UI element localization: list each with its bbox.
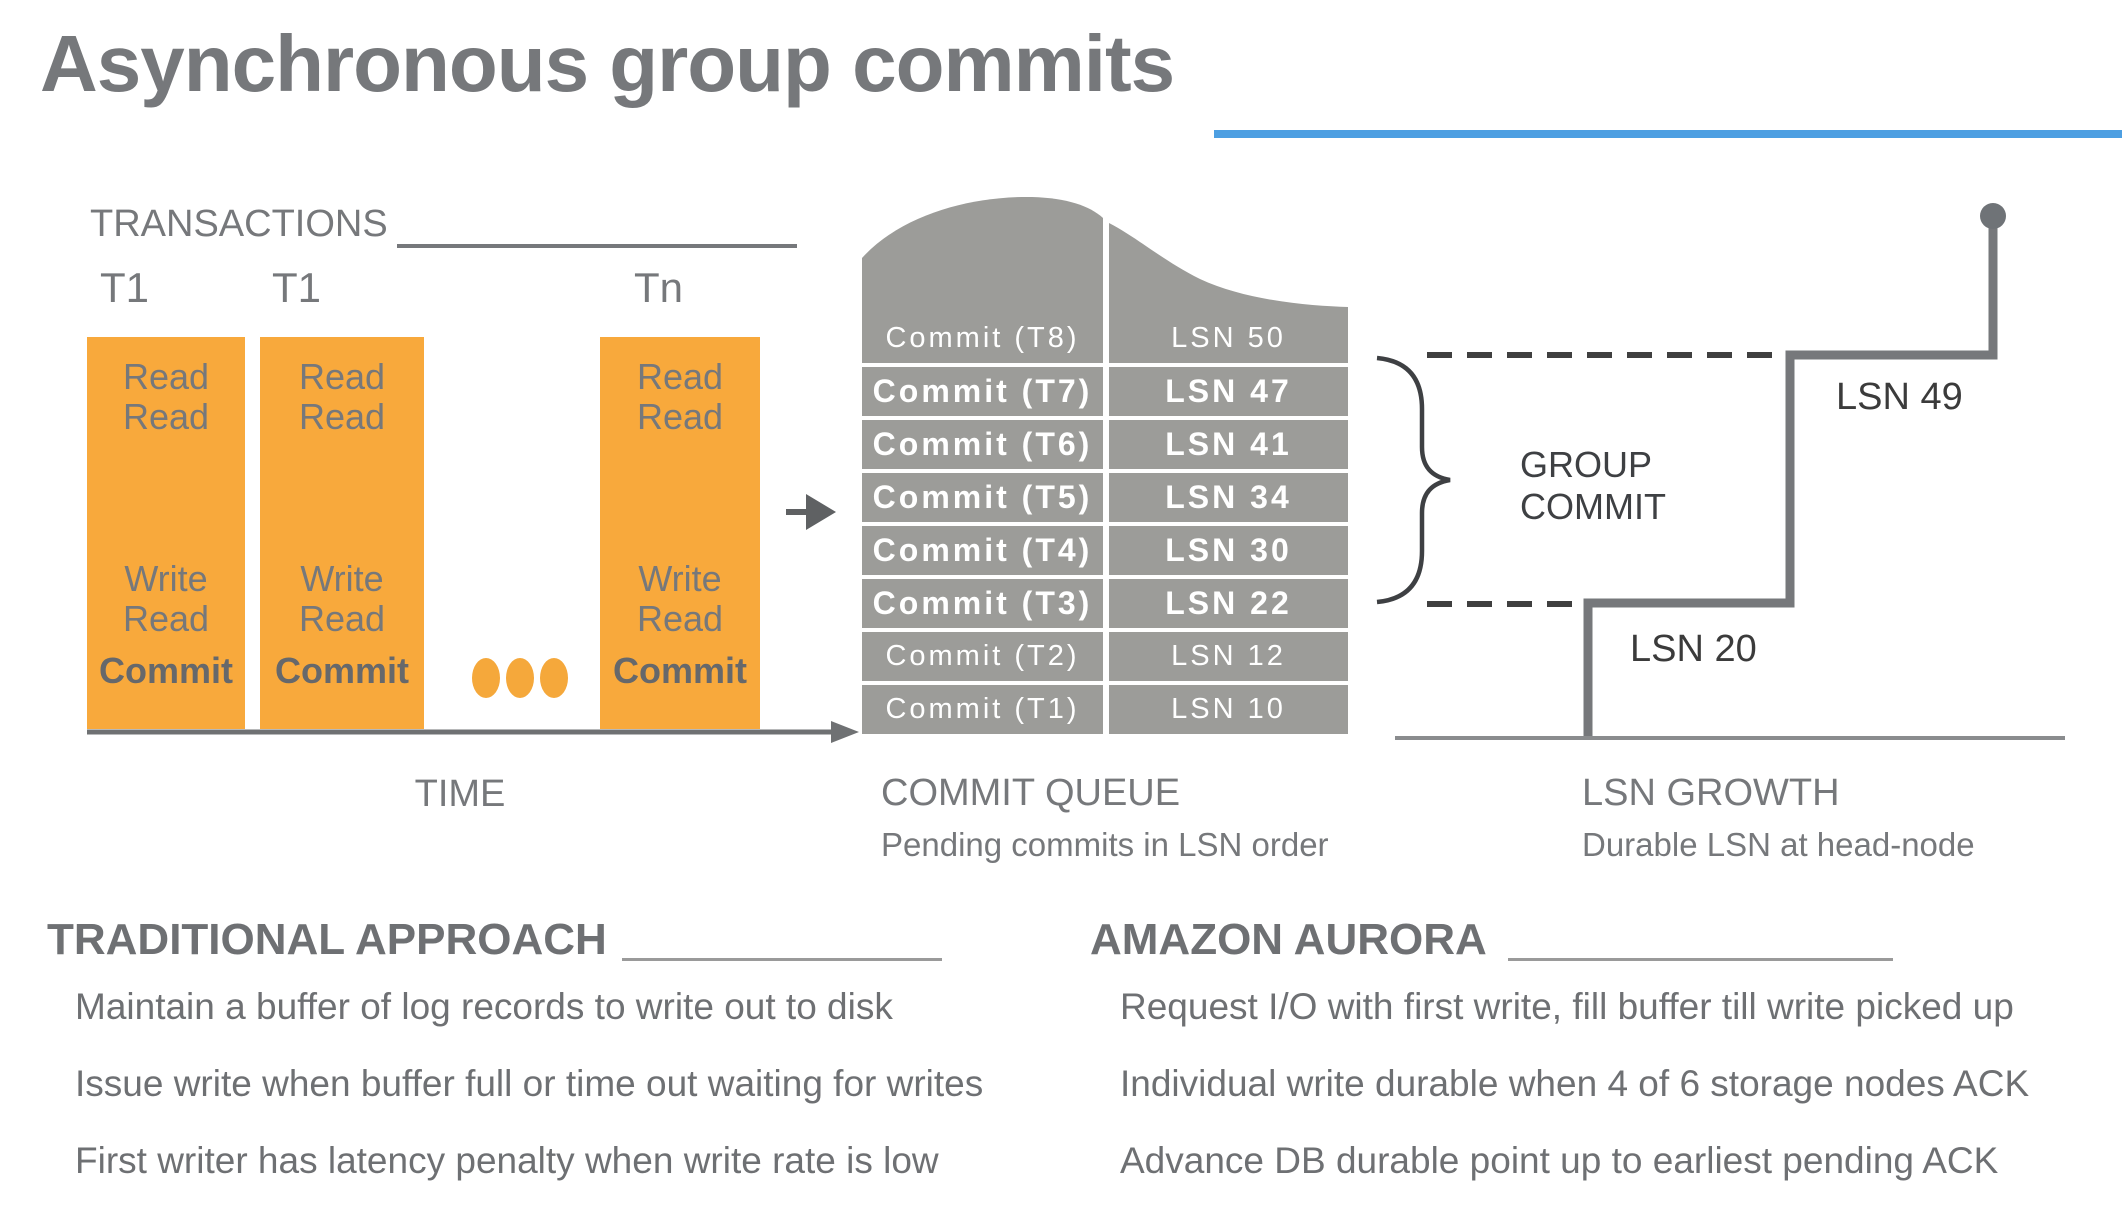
op-read: Read xyxy=(122,598,210,639)
traditional-bullet: Maintain a buffer of log records to writ… xyxy=(75,986,893,1027)
table-row: Commit (T6) LSN 41 xyxy=(862,420,1348,469)
table-row: Commit (T2) LSN 12 xyxy=(862,632,1348,681)
group-commit-label: GROUP COMMIT xyxy=(1520,444,1666,528)
op-read: Read xyxy=(298,396,386,437)
aurora-bullet: Individual write durable when 4 of 6 sto… xyxy=(1120,1063,2030,1104)
table-row: Commit (T4) LSN 30 xyxy=(862,526,1348,575)
transaction-box: Read Read Write Read Commit xyxy=(87,337,245,729)
commit-cell: Commit (T6) xyxy=(862,420,1103,469)
group-commit-line1: GROUP xyxy=(1520,444,1653,485)
lsn-cell: LSN 30 xyxy=(1109,526,1348,575)
lsn-49-label: LSN 49 xyxy=(1836,376,1963,418)
lsn-growth-diagram xyxy=(1376,203,2065,740)
op-commit: Commit xyxy=(99,650,233,691)
amazon-aurora-heading: AMAZON AURORA xyxy=(1090,915,1487,964)
lsn-cell: LSN 47 xyxy=(1109,367,1348,416)
group-commit-brace xyxy=(1376,355,1451,605)
op-read: Read xyxy=(636,396,724,437)
group-commit-line2: COMMIT xyxy=(1520,486,1666,527)
transaction-box-label: T1 xyxy=(272,264,322,311)
commit-cell: Commit (T2) xyxy=(862,632,1103,681)
transactions-underline xyxy=(397,244,797,248)
op-write: Write xyxy=(638,558,722,599)
traditional-bullet: First writer has latency penalty when wr… xyxy=(75,1140,939,1181)
aurora-bullet: Advance DB durable point up to earliest … xyxy=(1120,1140,1999,1181)
time-axis-arrow-icon xyxy=(87,721,859,743)
commit-cell: Commit (T1) xyxy=(862,685,1103,734)
transaction-box-label: Tn xyxy=(634,264,684,311)
lsn-head-dot xyxy=(1980,203,2006,229)
op-write: Write xyxy=(124,558,208,599)
lsn-growth-caption: LSN GROWTH xyxy=(1582,772,1840,814)
op-read: Read xyxy=(298,598,386,639)
transactions-label: TRANSACTIONS xyxy=(90,203,388,245)
lsn-cell: LSN 10 xyxy=(1109,685,1348,734)
op-read: Read xyxy=(636,598,724,639)
aurora-bullet: Request I/O with first write, fill buffe… xyxy=(1120,986,2014,1027)
traditional-bullet: Issue write when buffer full or time out… xyxy=(75,1063,984,1104)
flow-arrow-icon xyxy=(786,494,836,530)
traditional-approach-heading: TRADITIONAL APPROACH xyxy=(47,915,607,964)
ellipsis-dots-icon xyxy=(472,658,568,698)
commit-cell: Commit (T7) xyxy=(862,367,1103,416)
commit-cell: Commit (T5) xyxy=(862,473,1103,522)
transaction-box-label: T1 xyxy=(100,264,150,311)
lsn-cell: LSN 50 xyxy=(1109,314,1348,363)
commit-cell: Commit (T4) xyxy=(862,526,1103,575)
traditional-heading-underline xyxy=(622,958,942,961)
aurora-heading-underline xyxy=(1508,958,1893,961)
op-read: Read xyxy=(122,356,210,397)
commit-queue-subcaption: Pending commits in LSN order xyxy=(881,826,1329,863)
table-row: Commit (T1) LSN 10 xyxy=(862,685,1348,734)
lsn-20-label: LSN 20 xyxy=(1630,628,1757,670)
queue-wave-shape xyxy=(862,196,1348,314)
op-commit: Commit xyxy=(275,650,409,691)
table-row: Commit (T5) LSN 34 xyxy=(862,473,1348,522)
time-axis-label: TIME xyxy=(414,773,506,815)
commit-cell: Commit (T8) xyxy=(862,314,1103,363)
op-read: Read xyxy=(636,356,724,397)
op-read: Read xyxy=(122,396,210,437)
op-commit: Commit xyxy=(613,650,747,691)
transaction-box: Read Read Write Read Commit xyxy=(260,337,424,729)
lsn-cell: LSN 22 xyxy=(1109,579,1348,628)
lsn-cell: LSN 12 xyxy=(1109,632,1348,681)
lsn-cell: LSN 41 xyxy=(1109,420,1348,469)
page-title: Asynchronous group commits xyxy=(40,19,1175,108)
op-write: Write xyxy=(300,558,384,599)
lsn-step-line xyxy=(1583,216,1998,738)
table-row: Commit (T8) LSN 50 xyxy=(862,314,1348,363)
transaction-box: Read Read Write Read Commit xyxy=(600,337,760,729)
lsn-cell: LSN 34 xyxy=(1109,473,1348,522)
commit-queue-caption: COMMIT QUEUE xyxy=(881,772,1181,814)
table-row: Commit (T3) LSN 22 xyxy=(862,579,1348,628)
title-underline xyxy=(1214,130,2122,138)
table-row: Commit (T7) LSN 47 xyxy=(862,367,1348,416)
commit-queue-table: Commit (T8) LSN 50 Commit (T7) LSN 47 Co… xyxy=(862,314,1348,734)
commit-cell: Commit (T3) xyxy=(862,579,1103,628)
lsn-growth-subcaption: Durable LSN at head-node xyxy=(1582,826,1975,863)
op-read: Read xyxy=(298,356,386,397)
